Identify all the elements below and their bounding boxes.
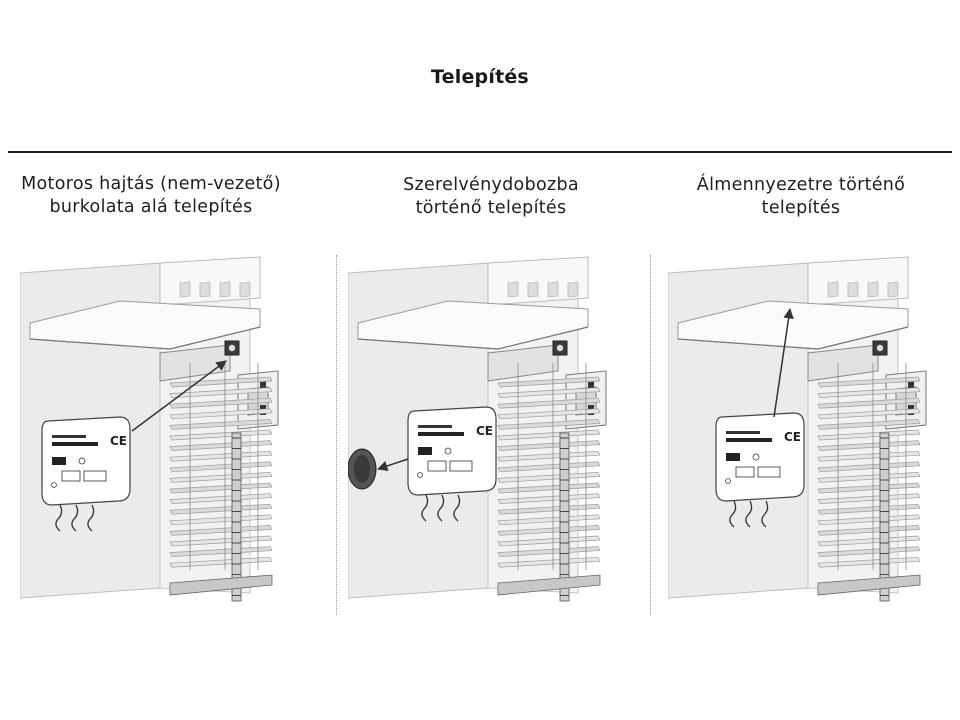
svg-text:CE: CE	[476, 424, 493, 438]
installation-scene-1: CE	[20, 253, 290, 613]
relay-module-icon: CE	[407, 406, 497, 522]
panel-caption-3: Álmennyezetre történő telepítés	[650, 174, 952, 220]
panel-caption-1-line2: burkolata alá telepítés	[49, 197, 253, 217]
arrow-pointer-icon	[131, 360, 227, 432]
panel-divider-1	[336, 255, 337, 615]
panel-divider-2	[650, 255, 651, 615]
panel-caption-2-line2: történő telepítés	[415, 198, 567, 218]
installation-scene-3: CE	[668, 253, 938, 613]
panel-caption-2-line1: Szerelvénydobozba	[403, 175, 579, 195]
svg-text:CE: CE	[784, 430, 801, 444]
panel-caption-2: Szerelvénydobozba történő telepítés	[340, 174, 642, 220]
panel-caption-1-line1: Motoros hajtás (nem-vezető)	[21, 174, 281, 194]
relay-module-icon: CE	[715, 412, 805, 528]
panel-caption-3-line2: telepítés	[761, 198, 841, 218]
panel-caption-3-line1: Álmennyezetre történő	[696, 175, 906, 195]
junction-box-icon	[348, 448, 377, 490]
window-blind-illustration: CE	[20, 256, 279, 602]
panel-caption-1: Motoros hajtás (nem-vezető) burkolata al…	[0, 173, 302, 219]
window-blind-illustration: CE	[348, 256, 607, 602]
title-divider	[8, 151, 952, 153]
page-title: Telepítés	[431, 66, 529, 88]
installation-scene-2: CE	[348, 253, 618, 613]
arrow-pointer-icon	[377, 458, 409, 471]
window-blind-illustration: CE	[668, 256, 927, 602]
relay-module-icon: CE	[41, 416, 131, 532]
svg-text:CE: CE	[110, 434, 127, 448]
arrow-pointer-icon	[773, 307, 794, 418]
